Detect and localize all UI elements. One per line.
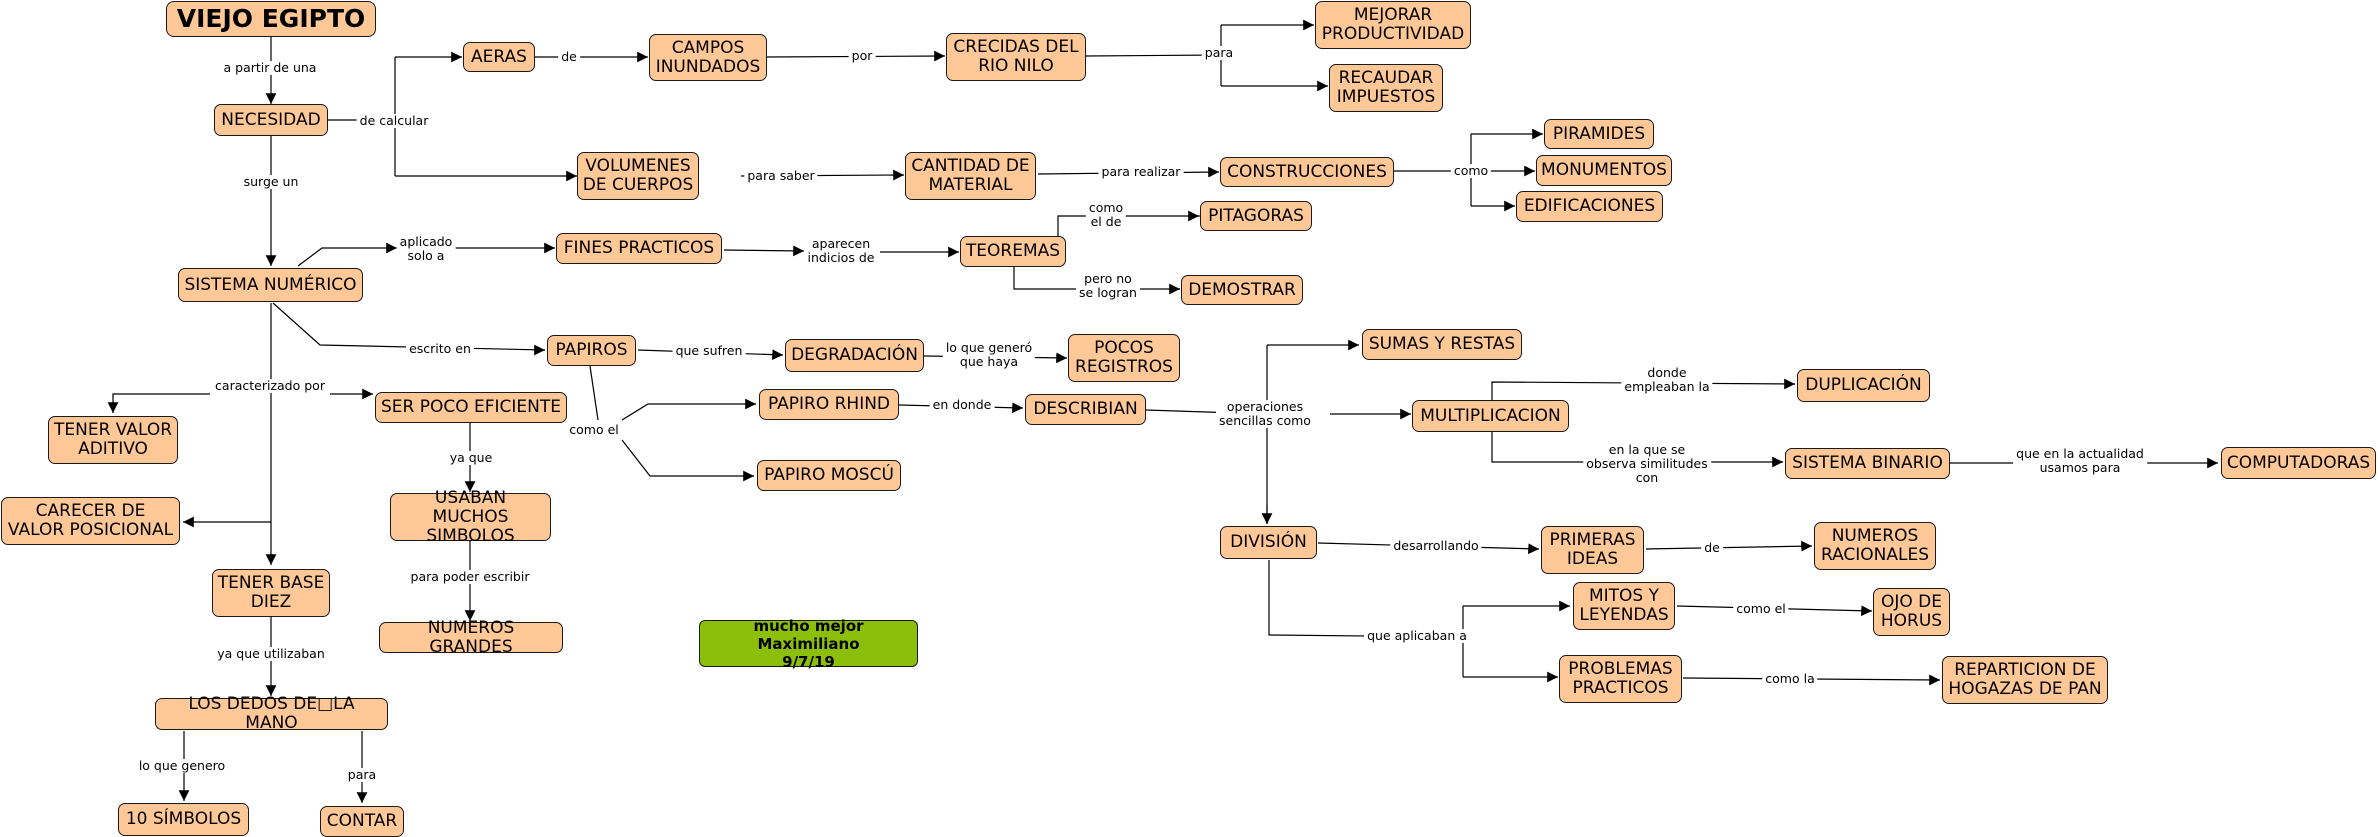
node-dedos-mano[interactable]: LOS DEDOS DE□LA MANO xyxy=(155,695,388,733)
link-label-de: de xyxy=(558,50,580,64)
link-label-caracterizado-por: caracterizado por xyxy=(212,379,328,393)
node-necesidad[interactable]: NECESIDAD xyxy=(214,104,328,136)
node-ojo-horus[interactable]: OJO DE HORUS xyxy=(1873,588,1950,636)
link-label-escrito-en: escrito en xyxy=(406,342,474,356)
link-label-ya-que: ya que xyxy=(446,451,496,465)
node-multiplicacion[interactable]: MULTIPLICACION xyxy=(1412,400,1569,432)
node-sumas-restas[interactable]: SUMAS Y RESTAS xyxy=(1362,329,1522,360)
node-usaban-muchos-simbolos[interactable]: USABAN MUCHOS SIMBOLOS xyxy=(390,488,551,545)
link-label-para-saber: para saber xyxy=(744,169,818,183)
node-papiros[interactable]: PAPIROS xyxy=(547,335,636,366)
node-piramides[interactable]: PIRAMIDES xyxy=(1544,119,1654,149)
node-edificaciones[interactable]: EDIFICACIONES xyxy=(1516,191,1663,222)
link-label-surge-un: surge un xyxy=(240,175,302,189)
link-label-para-realizar: para realizar xyxy=(1098,165,1184,179)
link-label-como-el-horus: como el xyxy=(1733,602,1789,616)
link-label-por: por xyxy=(848,49,876,63)
link-label-ya-que-utilizaban: ya que utilizaban xyxy=(214,647,328,661)
node-carecer-valor-posicional[interactable]: CARECER DE VALOR POSICIONAL xyxy=(1,497,180,545)
link-label-aparecen-indicios-de: aparecen indicios de xyxy=(804,237,878,265)
link-label-aplicado-solo-a: aplicado solo a xyxy=(396,235,456,263)
node-papiro-moscu[interactable]: PAPIRO MOSCÚ xyxy=(757,460,901,491)
node-cantidad-material[interactable]: CANTIDAD DE MATERIAL xyxy=(905,152,1036,200)
node-crecidas-rio-nilo[interactable]: CRECIDAS DEL RIO NILO xyxy=(946,33,1086,81)
node-demostrar[interactable]: DEMOSTRAR xyxy=(1181,275,1303,305)
node-reparticion-hogazas[interactable]: REPARTICION DE HOGAZAS DE PAN xyxy=(1942,656,2108,704)
node-ser-poco-eficiente[interactable]: SER POCO EFICIENTE xyxy=(375,392,567,423)
node-teoremas[interactable]: TEOREMAS xyxy=(960,236,1066,267)
link-label-para-contar: para xyxy=(344,768,380,782)
link-label-que-sufren: que sufren xyxy=(672,344,746,358)
node-pitagoras[interactable]: PITAGORAS xyxy=(1200,201,1312,231)
link-label-lo-que-genero: lo que genero xyxy=(135,759,229,773)
node-numeros-racionales[interactable]: NUMEROS RACIONALES xyxy=(1814,522,1936,570)
link-label-desarrollando: desarrollando xyxy=(1390,539,1482,553)
link-label-para: para xyxy=(1201,46,1237,60)
node-mejorar-productividad[interactable]: MEJORAR PRODUCTIVIDAD xyxy=(1315,1,1471,49)
link-label-como: como xyxy=(1450,164,1492,178)
node-recaudar-impuestos[interactable]: RECAUDAR IMPUESTOS xyxy=(1329,64,1443,112)
node-monumentos[interactable]: MONUMENTOS xyxy=(1536,155,1672,186)
node-computadoras[interactable]: COMPUTADORAS xyxy=(2221,447,2376,479)
node-diez-simbolos[interactable]: 10 SÍMBOLOS xyxy=(118,803,249,836)
node-division[interactable]: DIVISIÓN xyxy=(1220,526,1317,559)
link-label-pero-no-se-logran: pero no se logran xyxy=(1076,272,1140,300)
node-describian[interactable]: DESCRIBIAN xyxy=(1025,394,1146,425)
link-label-operaciones-sencillas-como: operaciones sencillas como xyxy=(1216,400,1314,428)
node-campos-inundados[interactable]: CAMPOS INUNDADOS xyxy=(649,34,767,81)
link-label-que-aplicaban-a: que aplicaban a xyxy=(1364,629,1470,643)
link-label-en-donde: en donde xyxy=(929,398,995,412)
node-construcciones[interactable]: CONSTRUCCIONES xyxy=(1220,157,1394,187)
node-degradacion[interactable]: DEGRADACIÓN xyxy=(785,339,924,372)
node-contar[interactable]: CONTAR xyxy=(320,806,404,837)
link-label-como-la: como la xyxy=(1762,672,1818,686)
node-fines-practicos[interactable]: FINES PRACTICOS xyxy=(556,233,722,264)
node-aeras[interactable]: AERAS xyxy=(463,42,535,72)
link-label-para-poder-escribir: para poder escribir xyxy=(407,570,533,584)
node-primeras-ideas[interactable]: PRIMERAS IDEAS xyxy=(1541,526,1644,574)
link-label-donde-empleaban-la: donde empleaban la xyxy=(1621,366,1713,394)
node-viejo-egipto[interactable]: VIEJO EGIPTO xyxy=(166,1,376,37)
link-label-a-partir-de-una: a partir de una xyxy=(220,61,320,75)
node-tener-valor-aditivo[interactable]: TENER VALOR ADITIVO xyxy=(48,416,178,464)
node-sistema-numerico[interactable]: SISTEMA NUMÉRICO xyxy=(178,268,363,302)
node-papiro-rhind[interactable]: PAPIRO RHIND xyxy=(759,389,899,420)
node-sistema-binario[interactable]: SISTEMA BINARIO xyxy=(1785,448,1950,479)
node-numeros-grandes[interactable]: NUMEROS GRANDES xyxy=(379,618,563,656)
node-duplicacion[interactable]: DUPLICACIÓN xyxy=(1797,369,1930,402)
link-label-en-la-que-se-observa: en la que se observa similitudes con xyxy=(1583,443,1711,485)
author-note: mucho mejor Maximiliano 9/7/19 xyxy=(699,617,918,671)
node-mitos-leyendas[interactable]: MITOS Y LEYENDAS xyxy=(1573,582,1675,630)
link-label-como-el: como el xyxy=(566,423,622,437)
node-volumenes-cuerpos[interactable]: VOLUMENES DE CUERPOS xyxy=(577,152,699,200)
link-label-lo-que-genero-que-haya: lo que generó que haya xyxy=(942,341,1036,369)
node-problemas-practicos[interactable]: PROBLEMAS PRACTICOS xyxy=(1559,655,1682,703)
link-label-que-en-la-actualidad: que en la actualidad usamos para xyxy=(2013,447,2147,475)
node-tener-base-diez[interactable]: TENER BASE DIEZ xyxy=(212,569,330,617)
link-label-de-calcular: de calcular xyxy=(356,114,432,128)
link-label-de-racionales: de xyxy=(1701,541,1723,555)
node-pocos-registros[interactable]: POCOS REGISTROS xyxy=(1068,334,1180,382)
link-label-como-el-de: como el de xyxy=(1085,201,1127,229)
